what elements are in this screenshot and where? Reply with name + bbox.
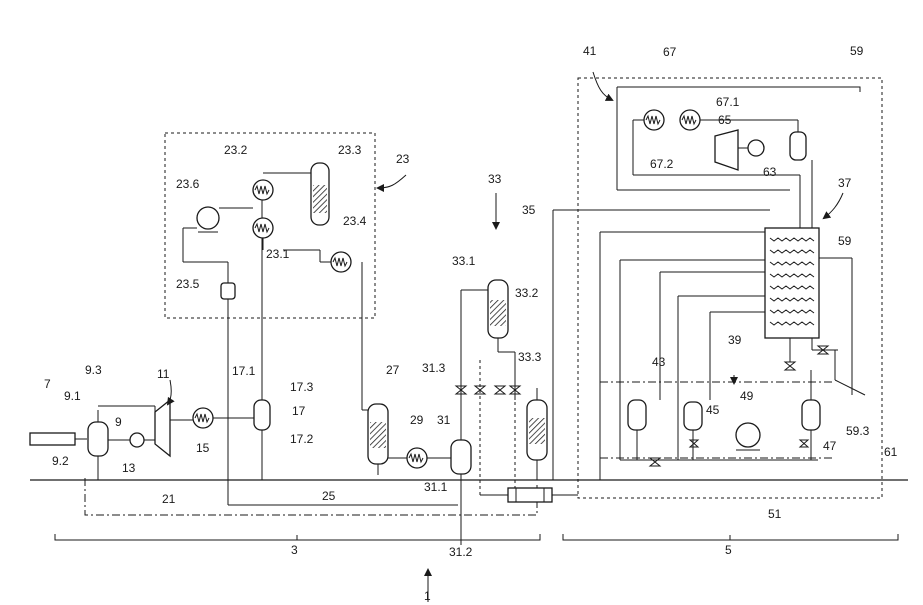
pump-23-6 (183, 207, 253, 262)
label-31: 31 (437, 413, 451, 427)
column-27 (368, 404, 388, 475)
coil-exchanger-icon (193, 408, 213, 428)
heat-exchanger-bottom (480, 488, 578, 502)
label-33-2: 33.2 (515, 286, 539, 300)
label-7: 7 (44, 377, 51, 391)
label-23: 23 (396, 152, 410, 166)
filter-23-5 (221, 262, 235, 299)
feed-block-7 (30, 433, 87, 445)
pump-icon (736, 423, 760, 447)
section-3-bracket (55, 534, 540, 540)
separator-45 (684, 402, 702, 460)
heat-exchanger-37 (765, 160, 819, 338)
label-51: 51 (768, 507, 782, 521)
label-17-3: 17.3 (290, 380, 314, 394)
coil-exchanger-icon (644, 110, 664, 130)
line-59 (835, 350, 865, 395)
coil-exchanger-icon (680, 110, 700, 130)
pump-icon (197, 207, 219, 229)
label-31-3: 31.3 (422, 361, 446, 375)
label-59-mid: 59 (838, 234, 852, 248)
valves-section-5 (650, 346, 828, 466)
label-59-top: 59 (850, 44, 864, 58)
label-39: 39 (728, 333, 742, 347)
label-17: 17 (292, 404, 306, 418)
line-21 (85, 478, 537, 515)
label-41: 41 (583, 44, 597, 58)
label-65: 65 (718, 113, 732, 127)
label-49: 49 (740, 389, 754, 403)
label-11: 11 (157, 367, 170, 381)
valve-icon (800, 440, 808, 447)
label-33: 33 (488, 172, 502, 186)
compressor-65 (715, 130, 764, 170)
heat-exchanger-29 (388, 448, 451, 468)
label-45: 45 (706, 403, 720, 417)
valve-bank (456, 360, 520, 495)
label-59-3: 59.3 (846, 424, 870, 438)
label-23-4: 23.4 (343, 214, 367, 228)
label-37: 37 (838, 176, 852, 190)
label-23-2: 23.2 (224, 143, 248, 157)
valve-icon (650, 458, 660, 466)
label-63: 63 (763, 165, 777, 179)
label-43: 43 (652, 355, 666, 369)
label-1: 1 (424, 589, 431, 603)
compressor-icon (715, 130, 738, 170)
label-31-2: 31.2 (449, 545, 473, 559)
label-9-3: 9.3 (85, 363, 102, 377)
column-23-3 (263, 163, 329, 225)
label-67: 67 (663, 45, 677, 59)
label-9-1: 9.1 (64, 389, 81, 403)
label-15: 15 (196, 441, 210, 455)
label-3: 3 (291, 543, 298, 557)
coil-exchanger-icon (253, 180, 273, 200)
label-23-6: 23.6 (176, 177, 200, 191)
label-17-2: 17.2 (290, 432, 314, 446)
label-9: 9 (115, 415, 122, 429)
coil-exchanger-icon (331, 252, 351, 272)
heat-exchanger-15 (185, 408, 255, 428)
label-17-1: 17.1 (232, 364, 256, 378)
section-5-bracket (563, 534, 898, 540)
label-35: 35 (522, 203, 536, 217)
label-23-1: 23.1 (266, 247, 290, 261)
label-67-1: 67.1 (716, 95, 740, 109)
label-25: 25 (322, 489, 336, 503)
label-5: 5 (725, 543, 732, 557)
heat-exchanger-23-1 (253, 218, 273, 238)
valve-icon (495, 386, 505, 394)
column-33-1 (488, 280, 515, 400)
separator-31 (451, 290, 488, 545)
label-9-2: 9.2 (52, 454, 69, 468)
label-47: 47 (823, 439, 837, 453)
coil-exchanger-icon (407, 448, 427, 468)
coil-exchanger-icon (253, 218, 273, 238)
pump-49 (736, 423, 760, 450)
label-31-1: 31.1 (424, 480, 448, 494)
arrows (168, 72, 843, 602)
heat-exchanger-23-2 (253, 180, 273, 200)
heat-exchanger-23-4 (263, 238, 368, 410)
valve-icon (785, 362, 795, 370)
label-67-2: 67.2 (650, 157, 674, 171)
label-33-3: 33.3 (518, 350, 542, 364)
label-27: 27 (386, 363, 400, 377)
label-33-1: 33.1 (452, 254, 476, 268)
label-23-5: 23.5 (176, 277, 200, 291)
label-13: 13 (122, 461, 136, 475)
pump-13 (108, 433, 144, 447)
label-29: 29 (410, 413, 424, 427)
label-23-3: 23.3 (338, 143, 362, 157)
label-21: 21 (162, 492, 176, 506)
valve-icon (690, 440, 698, 447)
compressor-11 (144, 400, 185, 456)
pump-icon (748, 140, 764, 156)
label-61: 61 (884, 445, 898, 459)
column-33-3 (527, 388, 547, 480)
